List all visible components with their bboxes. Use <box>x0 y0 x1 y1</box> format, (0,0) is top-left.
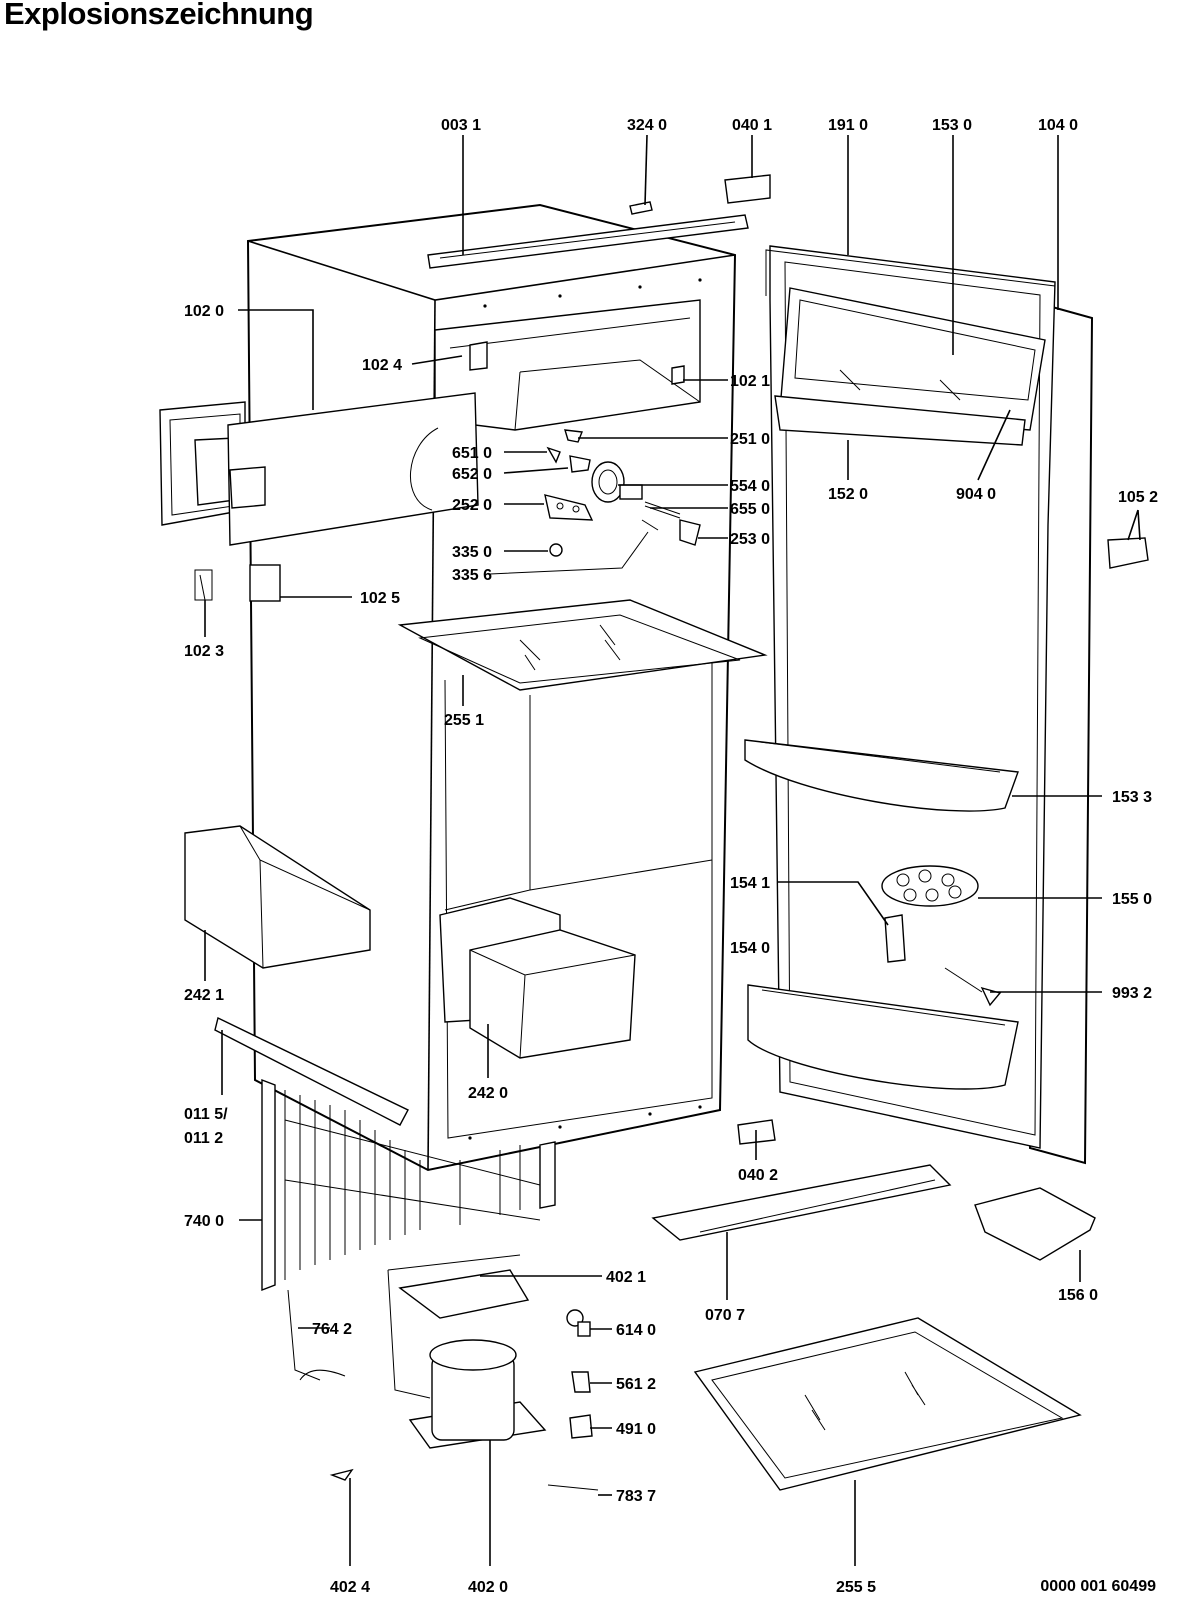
label-614-0: 614 0 <box>616 1322 656 1339</box>
label-252-0: 252 0 <box>452 497 492 514</box>
label-561-2: 561 2 <box>616 1376 656 1393</box>
label-153-3: 153 3 <box>1112 789 1152 806</box>
label-324-0: 324 0 <box>627 117 667 134</box>
compressor <box>287 1254 547 1449</box>
label-253-0: 253 0 <box>730 531 770 548</box>
label-011-2: 011 2 <box>184 1130 223 1147</box>
door-hinge <box>1107 537 1149 569</box>
label-491-0: 491 0 <box>616 1421 656 1438</box>
label-102-0: 102 0 <box>184 303 224 320</box>
label-402-4: 402 4 <box>330 1579 370 1596</box>
label-153-0: 153 0 <box>932 117 972 134</box>
condenser <box>261 1078 556 1292</box>
label-655-0: 655 0 <box>730 501 770 518</box>
glass-shelf-upper <box>397 599 768 691</box>
label-242-1: 242 1 <box>184 987 224 1004</box>
label-783-7: 783 7 <box>616 1488 656 1505</box>
label-764-2: 764 2 <box>312 1321 352 1338</box>
label-003-1: 003 1 <box>441 117 481 134</box>
label-154-1: 154 1 <box>730 875 770 892</box>
label-402-1: 402 1 <box>606 1269 646 1286</box>
label-104-0: 104 0 <box>1038 117 1078 134</box>
bracket-top <box>724 174 771 204</box>
label-335-6: 335 6 <box>452 567 492 584</box>
part-labels: 003 1 324 0 040 1 191 0 153 0 104 0 102 … <box>184 117 1158 1596</box>
label-652-0: 652 0 <box>452 466 492 483</box>
lower-right-parts <box>651 1119 1096 1491</box>
label-191-0: 191 0 <box>828 117 868 134</box>
label-154-0: 154 0 <box>730 940 770 957</box>
label-152-0: 152 0 <box>828 486 868 503</box>
document-number: 0000 001 60499 <box>1040 1578 1156 1595</box>
label-740-0: 740 0 <box>184 1213 224 1230</box>
small-electrical-parts <box>329 1309 599 1491</box>
label-011-5: 011 5/ <box>184 1106 228 1123</box>
label-242-0: 242 0 <box>468 1085 508 1102</box>
leader-lines <box>204 134 1141 1566</box>
label-102-1: 102 1 <box>730 373 770 390</box>
label-251-0: 251 0 <box>730 431 770 448</box>
label-651-0: 651 0 <box>452 445 492 462</box>
label-040-2: 040 2 <box>738 1167 778 1184</box>
page-title: Explosionszeichnung <box>4 0 314 31</box>
refrigerator-door <box>744 245 1094 1165</box>
label-040-1: 040 1 <box>732 117 772 134</box>
label-255-5: 255 5 <box>836 1579 876 1596</box>
label-402-0: 402 0 <box>468 1579 508 1596</box>
label-993-2: 993 2 <box>1112 985 1152 1002</box>
label-155-0: 155 0 <box>1112 891 1152 908</box>
label-070-7: 070 7 <box>705 1307 745 1324</box>
crisper-drawers <box>184 825 636 1059</box>
label-335-0: 335 0 <box>452 544 492 561</box>
label-102-5: 102 5 <box>360 590 400 607</box>
label-904-0: 904 0 <box>956 486 996 503</box>
label-554-0: 554 0 <box>730 478 770 495</box>
label-105-2: 105 2 <box>1118 489 1158 506</box>
label-102-3: 102 3 <box>184 643 224 660</box>
label-156-0: 156 0 <box>1058 1287 1098 1304</box>
clip-top <box>629 201 653 215</box>
label-102-4: 102 4 <box>362 357 402 374</box>
base-rail <box>214 1016 409 1126</box>
label-255-1: 255 1 <box>444 712 484 729</box>
freezer-door-flap <box>159 392 479 602</box>
control-assembly <box>410 341 701 575</box>
